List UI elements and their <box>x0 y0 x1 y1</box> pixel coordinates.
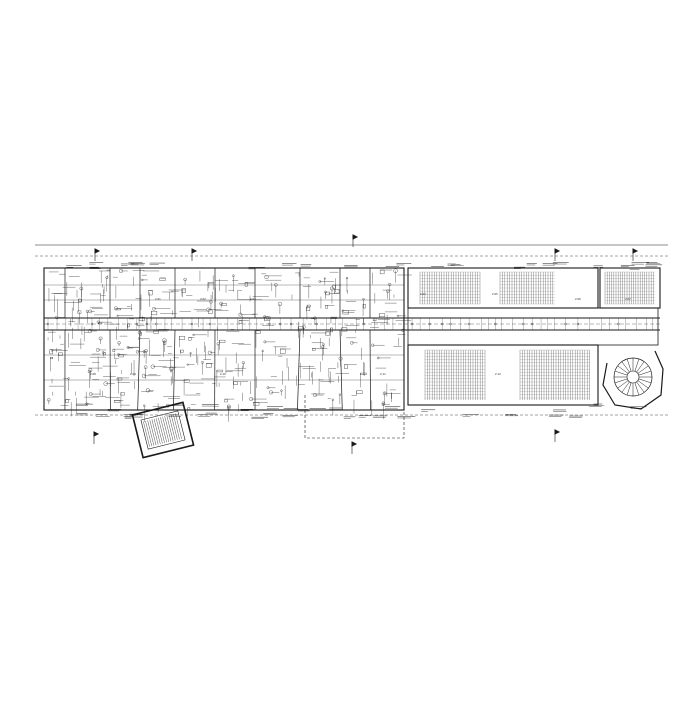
fixture-symbol <box>333 285 336 288</box>
section-marker-flag <box>94 432 98 436</box>
room-tag: 2.10 <box>220 372 226 376</box>
fixture-symbol <box>280 349 285 353</box>
section-marker-flag <box>192 249 196 253</box>
fixture-symbol <box>98 322 102 324</box>
fixture-symbol <box>379 314 385 317</box>
fixture-symbol <box>225 399 228 402</box>
section-marker-flag <box>633 249 637 253</box>
fixture-symbol <box>380 270 384 274</box>
fixture-symbol <box>245 283 248 287</box>
fixture-symbol <box>163 341 166 344</box>
fixture-symbol <box>148 291 152 295</box>
east-corridor <box>408 308 658 345</box>
fixture-symbol <box>160 278 165 281</box>
fixture-symbol <box>153 331 158 333</box>
fixture-symbol <box>325 332 329 335</box>
fixture-symbol <box>234 382 238 385</box>
fixture-symbol <box>325 305 327 308</box>
east-wing-hatching <box>420 272 655 400</box>
fixture-symbol <box>121 392 124 395</box>
fixture-symbol <box>253 402 259 405</box>
west-wing-partitions <box>44 268 404 410</box>
west-wing-outline <box>44 268 404 410</box>
fixture-symbol <box>151 311 157 315</box>
room-tag: 2.04 <box>420 292 426 296</box>
fixture-symbol <box>312 348 315 350</box>
fixture-symbol <box>113 349 115 351</box>
fixture-symbol <box>344 365 347 369</box>
fixture-symbol <box>179 336 185 339</box>
fixture-symbol <box>127 324 129 327</box>
room-tag: 2.02 <box>200 297 206 301</box>
spiral-stair <box>603 351 663 409</box>
fixture-symbol <box>66 400 69 403</box>
room-tag: 2.07 <box>625 297 631 301</box>
room-tag: 2.08 <box>90 372 96 376</box>
fixture-symbol <box>58 353 62 356</box>
fixture-symbol <box>239 321 242 324</box>
room-tag: 2.11 <box>380 372 386 376</box>
room-tag: 2.12 <box>495 372 501 376</box>
section-marker-flag <box>555 249 559 253</box>
partition-wall <box>370 330 371 410</box>
fixture-symbol <box>51 357 53 359</box>
fixture-symbol <box>206 364 212 368</box>
fixture-symbol <box>256 331 260 334</box>
fixture-symbol <box>307 305 310 307</box>
room-tags: 2.01 2.02 2.03 2.04 2.05 2.06 2.07 2.08 2.09 2.10… <box>90 292 631 376</box>
fixture-symbol <box>298 327 303 329</box>
fixture-symbol <box>221 304 227 306</box>
section-marker-flag <box>555 430 559 434</box>
entrance-projection <box>305 395 404 438</box>
partition-wall <box>173 330 175 410</box>
fixture-symbol <box>217 370 223 372</box>
room-tag: 2.09 <box>130 372 136 376</box>
fixture-symbol <box>357 391 362 394</box>
fixture-symbol <box>342 328 347 331</box>
fixture-symbol <box>334 289 339 293</box>
partition-wall <box>297 330 300 410</box>
room-tag: 2.06 <box>575 297 581 301</box>
east-wing-south <box>408 345 598 405</box>
fixture-symbol <box>182 289 186 293</box>
fixture-symbol <box>117 378 122 380</box>
fixture-symbol <box>180 350 183 352</box>
section-marker-flag <box>353 235 357 239</box>
partition-wall <box>340 330 342 410</box>
room-tag: 2.03 <box>250 297 256 301</box>
fixture-symbol <box>189 337 192 340</box>
partition-wall <box>138 330 140 410</box>
fixture-symbol <box>373 318 376 321</box>
mechanical-detail <box>47 262 662 422</box>
fixture-symbol <box>209 282 214 284</box>
room-tag: 2.01 <box>155 297 161 301</box>
fixture-symbol <box>265 276 268 278</box>
room-tag: 2.05 <box>492 292 498 296</box>
section-marker-flag <box>95 249 99 253</box>
section-marker-flag <box>352 442 356 446</box>
fixture-symbol <box>114 400 120 402</box>
fixture-symbol <box>219 340 225 342</box>
rotated-stair-tower <box>132 402 193 457</box>
